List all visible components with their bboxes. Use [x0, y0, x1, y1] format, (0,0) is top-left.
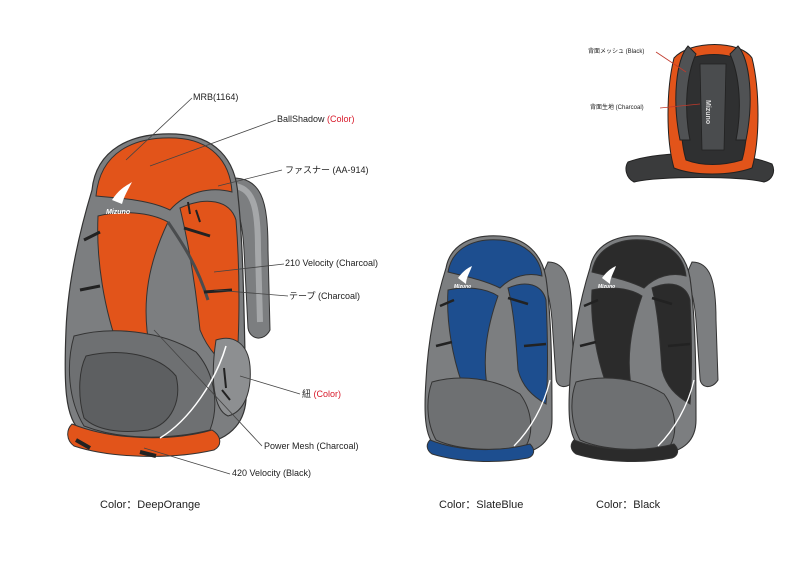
- leader-ballshadow: [149, 119, 277, 167]
- leader-210: [213, 263, 285, 273]
- caption-slate-blue: Color：SlateBlue: [439, 499, 524, 511]
- label-ballshadow: BallShadow (Color): [277, 114, 355, 124]
- svg-text:Mizuno: Mizuno: [454, 284, 471, 290]
- label-velocity210: 210 Velocity (Charcoal): [285, 258, 379, 268]
- leader-lines: [125, 97, 301, 475]
- label-cord: 紐 (Color): [302, 389, 342, 399]
- leader-cord: [239, 375, 301, 395]
- leader-mrb: [125, 97, 193, 161]
- caption-black: Color：Black: [596, 499, 661, 511]
- label-back-mesh: 背面メッシュ (Black): [588, 49, 645, 55]
- backpack-deep-orange: [64, 133, 271, 458]
- backpack-back-view: Mizuno: [625, 44, 775, 183]
- leader-fastener: [217, 169, 283, 187]
- label-fastener: ファスナー (AA-914): [285, 165, 369, 175]
- caption-deep-orange: Color：DeepOrange: [100, 499, 201, 511]
- mizuno-logo-orange: Mizuno: [106, 182, 132, 216]
- leader-420: [143, 447, 231, 475]
- label-power-mesh: Power Mesh (Charcoal): [264, 441, 359, 451]
- label-tape: テープ (Charcoal): [289, 291, 360, 301]
- backpack-black: Mizuno: [568, 235, 719, 462]
- svg-text:Mizuno: Mizuno: [704, 100, 711, 124]
- label-mrb: MRB(1164): [193, 92, 239, 102]
- svg-text:Mizuno: Mizuno: [106, 209, 131, 216]
- leader-tape: [213, 289, 289, 297]
- leader-power-mesh: [153, 329, 263, 447]
- label-velocity420: 420 Velocity (Black): [232, 468, 312, 478]
- svg-text:Mizuno: Mizuno: [598, 284, 615, 290]
- backpack-slate-blue: Mizuno: [424, 235, 575, 462]
- label-back-fabric: 背面生地 (Charcoal): [590, 105, 644, 111]
